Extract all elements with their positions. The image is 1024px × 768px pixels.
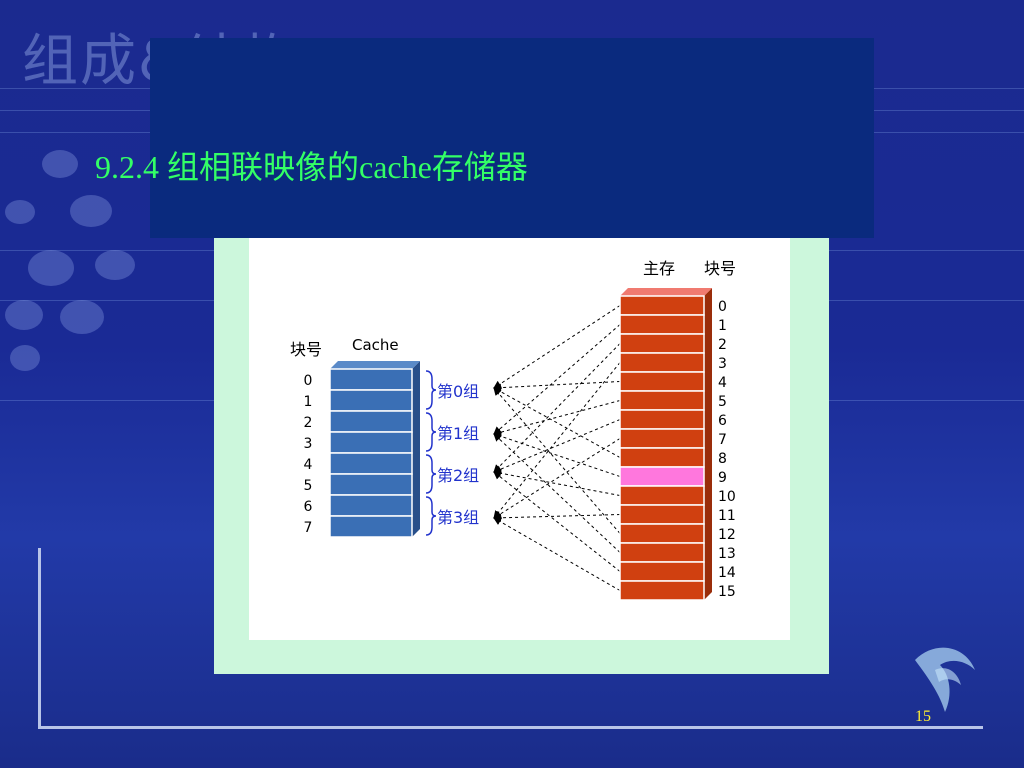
mapping-arrow (493, 305, 621, 389)
memory-block-header: 块号 (704, 259, 736, 278)
group-label: 第0组 (437, 382, 479, 401)
cache-top (330, 361, 420, 369)
memory-block-number: 9 (718, 470, 727, 486)
memory-block-number: 5 (718, 394, 727, 410)
mapping-arrow (493, 438, 621, 519)
memory-block-number: 3 (718, 356, 727, 372)
memory-block-number: 6 (718, 413, 727, 429)
memory-block (619, 466, 705, 487)
memory-block-number: 13 (718, 546, 736, 562)
memory-block-number: 14 (718, 565, 736, 581)
memory-block (619, 295, 705, 316)
group-brace (425, 370, 437, 410)
mapping-arrow (493, 324, 621, 435)
group-label: 第1组 (437, 424, 479, 443)
group-brace (425, 454, 437, 494)
memory-block-number: 7 (718, 432, 727, 448)
memory-block (619, 314, 705, 335)
decor-dot (70, 195, 112, 227)
cache-block-number: 6 (304, 499, 313, 515)
memory-header: 主存 (643, 259, 675, 278)
cache-block (329, 410, 413, 433)
group-label: 第3组 (437, 508, 479, 527)
group-brace (425, 412, 437, 452)
cache-block-header: 块号 (290, 340, 322, 359)
mapping-arrow (493, 471, 621, 572)
decor-dot (28, 250, 74, 286)
cache-block (329, 431, 413, 454)
mapping-arrow (493, 517, 621, 591)
cache-block (329, 494, 413, 517)
mapping-arrow (493, 432, 621, 477)
mapping-arrow (493, 433, 621, 553)
memory-block-number: 11 (718, 508, 736, 524)
slide-title: 9.2.4 组相联映像的cache存储器 (95, 149, 528, 185)
memory-block-number: 15 (718, 584, 736, 600)
memory-block-number: 8 (718, 451, 727, 467)
memory-block-number: 1 (718, 318, 727, 334)
memory-block-number: 10 (718, 489, 736, 505)
decor-dot (60, 300, 104, 334)
memory-block (619, 542, 705, 563)
memory-block (619, 390, 705, 411)
cache-block-number: 0 (304, 373, 313, 389)
memory-block (619, 523, 705, 544)
memory-block-number: 2 (718, 337, 727, 353)
memory-block (619, 409, 705, 430)
cache-block (329, 368, 413, 391)
memory-block (619, 447, 705, 468)
memory-block (619, 352, 705, 373)
memory-block (619, 580, 705, 601)
mapping-arrow (493, 419, 621, 473)
memory-block-number: 0 (718, 299, 727, 315)
cache-block (329, 389, 413, 412)
frame-line-vertical (38, 548, 41, 728)
page-number: 15 (915, 708, 931, 725)
memory-block (619, 561, 705, 582)
cache-block-number: 1 (304, 394, 313, 410)
cache-block-number: 2 (304, 415, 313, 431)
title-panel (150, 38, 874, 238)
cache-block-number: 3 (304, 436, 313, 452)
frame-line-horizontal (38, 726, 983, 729)
group-brace (425, 496, 437, 536)
decor-dot (42, 150, 78, 178)
cache-block-number: 7 (304, 520, 313, 536)
memory-block (619, 485, 705, 506)
cache-block (329, 452, 413, 475)
cache-block-number: 5 (304, 478, 313, 494)
memory-block (619, 333, 705, 354)
decor-dot (95, 250, 135, 280)
memory-block (619, 428, 705, 449)
mapping-arrow (493, 362, 621, 519)
dolphin-logo-icon (915, 647, 975, 712)
cache-side (412, 361, 420, 537)
mapping-arrow (493, 343, 621, 473)
group-label: 第2组 (437, 466, 479, 485)
cache-block (329, 473, 413, 496)
mapping-arrow (493, 513, 621, 522)
memory-top (620, 288, 712, 296)
memory-block (619, 371, 705, 392)
decor-dot (5, 300, 43, 330)
decor-dot (5, 200, 35, 224)
mapping-arrow (493, 387, 621, 534)
mapping-arrow (493, 400, 621, 437)
memory-block-number: 12 (718, 527, 736, 543)
decor-dot (10, 345, 40, 371)
cache-header: Cache (352, 336, 399, 354)
memory-side (704, 288, 712, 600)
mapping-arrow (493, 387, 621, 458)
memory-block-number: 4 (718, 375, 727, 391)
memory-block (619, 504, 705, 525)
cache-block (329, 515, 413, 538)
mapping-arrow (493, 469, 621, 496)
cache-block-number: 4 (304, 457, 313, 473)
mapping-arrow (493, 381, 621, 392)
